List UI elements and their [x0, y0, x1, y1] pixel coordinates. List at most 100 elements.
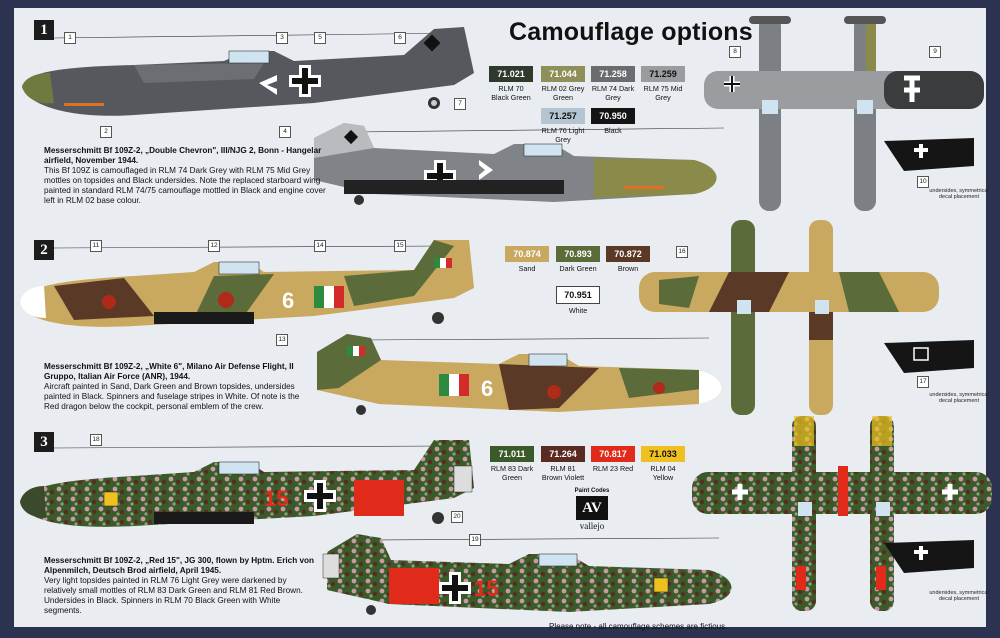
callout-17: 17 [917, 376, 929, 388]
callout-8: 8 [729, 46, 741, 58]
option-3-description: Messerschmitt Bf 109Z-2, „Red 15", JG 30… [44, 556, 319, 616]
callout-18: 18 [90, 434, 102, 446]
callout-13: 13 [276, 334, 288, 346]
white-6-marking-starboard: 6 [481, 376, 493, 401]
swatch-chip: 71.257 [541, 108, 585, 124]
option-2-top-view [639, 220, 939, 415]
fictitious-note: Please note - all camouflage schemes are… [549, 622, 728, 631]
swatch-chip: 71.021 [489, 66, 533, 82]
callout-6: 6 [394, 32, 406, 44]
option-2-description: Messerschmitt Bf 109Z-2, „White 6", Mila… [44, 362, 314, 412]
option-2-underside-wing [884, 340, 974, 373]
callout-19: 19 [469, 534, 481, 546]
vallejo-brand: vallejo [579, 521, 605, 531]
swatch-chip: 70.872 [606, 246, 650, 262]
swatch-label: RLM 83 Dark Green [490, 464, 534, 482]
swatch-label: White [568, 306, 588, 315]
option-3-top-view [692, 416, 992, 611]
swatch-label: Sand [518, 264, 536, 273]
swatch-chip: 71.264 [541, 446, 585, 462]
option-number-3: 3 [34, 432, 54, 452]
callout-1: 1 [64, 32, 76, 44]
swatch-chip: 70.893 [556, 246, 600, 262]
option-3-body: Very light topsides painted in RLM 76 Li… [44, 576, 303, 615]
option-1-port-profile [22, 27, 474, 116]
callout-12: 12 [208, 240, 220, 252]
underside-note-1: undersides, symmetrical decal placement [929, 188, 989, 200]
callout-2: 2 [100, 126, 112, 138]
underside-note-3: undersides, symmetrical decal placement [929, 590, 989, 602]
swatch-label: RLM 81 Brown Violett [541, 464, 585, 482]
option-number-2: 2 [34, 240, 54, 260]
swatch-chip: 70.817 [591, 446, 635, 462]
option-1-underside-wing [884, 138, 974, 171]
option-2-body: Aircraft painted in Sand, Dark Green and… [44, 382, 300, 411]
swatch-label: RLM 70 Black Green [491, 84, 531, 102]
callout-16: 16 [676, 246, 688, 258]
vallejo-paint-codes: Paint Codes AV vallejo [567, 488, 617, 531]
swatch-label: RLM 04 Yellow [650, 464, 676, 482]
callout-7: 7 [454, 98, 466, 110]
option-1-body: This Bf 109Z is camouflaged in RLM 74 Da… [44, 166, 326, 205]
swatch-label: RLM 75 Mid Grey [643, 84, 683, 102]
callout-15: 15 [394, 240, 406, 252]
swatch-label: Black [604, 126, 622, 135]
page-title: Camouflage options [509, 18, 753, 46]
swatch-label: Dark Green [559, 264, 597, 273]
camouflage-sheet: Camouflage options 1 2 3 [14, 8, 992, 631]
option-2-title: Messerschmitt Bf 109Z-2, „White 6", Mila… [44, 362, 294, 381]
callout-11: 11 [90, 240, 102, 252]
swatch-chip: 71.011 [490, 446, 534, 462]
callout-14: 14 [314, 240, 326, 252]
swatch-chip: 70.951 [556, 286, 600, 304]
option-2-starboard-profile: 6 [317, 334, 722, 415]
swatch-chip: 70.950 [591, 108, 635, 124]
option-2-port-profile: 6 [20, 240, 474, 327]
option-3-starboard-profile: 15 [322, 534, 732, 615]
swatch-chip: 71.044 [541, 66, 585, 82]
callout-3: 3 [276, 32, 288, 44]
option-3-title: Messerschmitt Bf 109Z-2, „Red 15", JG 30… [44, 556, 315, 575]
option-1-starboard-profile [314, 123, 725, 205]
swatch-chip: 71.258 [591, 66, 635, 82]
callout-4: 4 [279, 126, 291, 138]
swatch-label: RLM 76 Light Grey [541, 126, 585, 144]
swatch-label: Brown [617, 264, 639, 273]
red-15-marking-starboard: 15 [474, 576, 498, 601]
underside-note-2: undersides, symmetrical decal placement [929, 392, 989, 404]
swatch-label: RLM 23 Red [592, 464, 634, 473]
swatch-chip: 71.033 [641, 446, 685, 462]
callout-20: 20 [451, 511, 463, 523]
option-number-1: 1 [34, 20, 54, 40]
option-3-port-profile: 15 [20, 440, 474, 527]
paint-codes-label: Paint Codes [574, 488, 610, 494]
vallejo-logo: AV [576, 496, 608, 520]
option-1-title: Messerschmitt Bf 109Z-2, „Double Chevron… [44, 146, 322, 165]
callout-5: 5 [314, 32, 326, 44]
white-6-marking: 6 [282, 288, 294, 313]
callout-10: 10 [917, 176, 929, 188]
swatch-label: RLM 74 Dark Grey [591, 84, 635, 102]
swatch-label: RLM 02 Grey Green [541, 84, 585, 102]
option-1-top-view [704, 16, 984, 211]
swatch-chip: 71.259 [641, 66, 685, 82]
option-3-underside-wing [884, 540, 974, 573]
callout-9: 9 [929, 46, 941, 58]
swatch-chip: 70.874 [505, 246, 549, 262]
red-15-marking: 15 [264, 486, 288, 511]
option-1-description: Messerschmitt Bf 109Z-2, „Double Chevron… [44, 146, 329, 206]
